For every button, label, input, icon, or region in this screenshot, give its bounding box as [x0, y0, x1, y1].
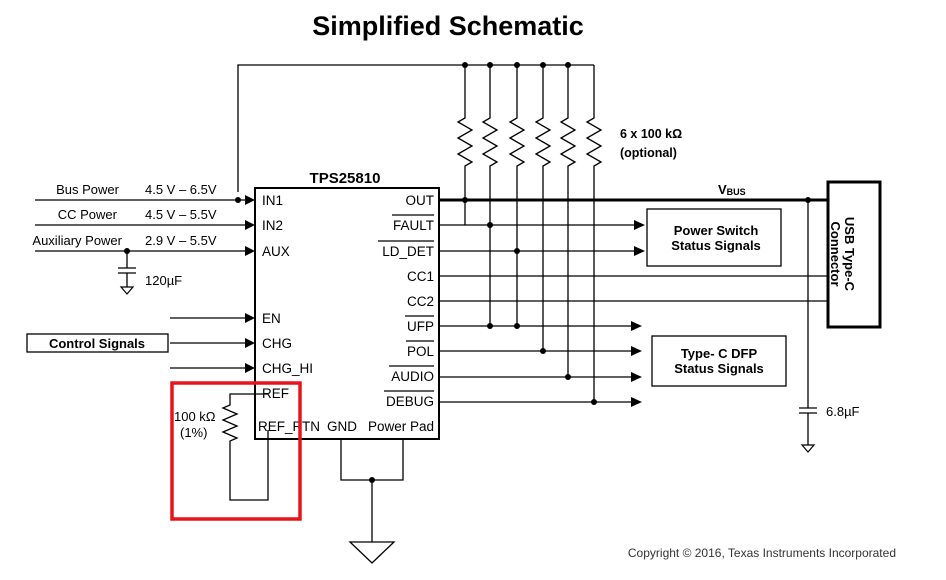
pin-in1: IN1: [262, 193, 283, 208]
pin-ld-det: LD_DET: [382, 244, 434, 259]
power-switch-status-box: [646, 208, 782, 267]
chip-ground-connection: [340, 439, 404, 564]
input-bus-power-range: 4.5 V – 6.5V: [145, 182, 217, 197]
output-capacitor: [799, 197, 817, 453]
pin-aux: AUX: [262, 244, 290, 259]
ground-symbol: [348, 541, 396, 564]
copyright-notice: Copyright © 2016, Texas Instruments Inco…: [628, 546, 896, 560]
connector-line1: USB Type-C: [842, 217, 857, 292]
pin-pol: POL: [407, 344, 435, 359]
power-switch-status-line1: Power Switch: [674, 223, 759, 238]
vbus-junction: [462, 197, 468, 203]
usb-typec-connector-box: [826, 180, 882, 329]
input-cc-power-range: 4.5 V – 5.5V: [145, 207, 217, 222]
pin-ref: REF: [262, 386, 289, 401]
output-signal-lines: [439, 220, 828, 407]
power-input-wires: [35, 195, 255, 256]
control-input-arrows: [170, 313, 255, 373]
pin-cc1: CC1: [407, 269, 434, 284]
ref-resistor-circuit: [221, 393, 269, 501]
input-aux-power-label: Auxiliary Power: [32, 233, 122, 248]
pin-chg: CHG: [262, 336, 292, 351]
resistor-array-label: 6 x 100 kΩ: [620, 127, 682, 141]
input-cc-power-label: CC Power: [58, 207, 118, 222]
pin-out: OUT: [406, 193, 435, 208]
typec-dfp-status-line2: Status Signals: [674, 361, 764, 376]
control-signals-box: [26, 333, 169, 353]
resistor-array-note: (optional): [620, 146, 677, 160]
control-signals-label: Control Signals: [49, 336, 145, 351]
input-aux-power-range: 2.9 V – 5.5V: [145, 233, 217, 248]
typec-dfp-status-line1: Type- C DFP: [681, 346, 758, 361]
pin-cc2: CC2: [407, 294, 434, 309]
pin-fault: FAULT: [393, 218, 434, 233]
input-bus-power-label: Bus Power: [56, 182, 120, 197]
input-capacitor-value: 120µF: [145, 273, 182, 288]
ref-highlight-box: [170, 381, 302, 521]
connector-line2: Connector: [828, 222, 843, 287]
diagram-title: Simplified Schematic: [312, 11, 584, 41]
pin-gnd: GND: [327, 419, 357, 434]
power-switch-status-line2: Status Signals: [671, 238, 761, 253]
pin-en: EN: [262, 311, 281, 326]
pullup-resistor-array: [456, 65, 603, 402]
pin-power-pad: Power Pad: [368, 419, 434, 434]
pin-audio: AUDIO: [391, 369, 434, 384]
chip-name: TPS25810: [310, 170, 381, 187]
ref-resistor-tolerance: (1%): [180, 425, 207, 440]
active-low-overbars: [378, 214, 434, 392]
pin-chg-hi: CHG_HI: [262, 361, 313, 376]
pin-ufp: UFP: [407, 319, 434, 334]
vbus-label: VBUS: [718, 182, 746, 197]
pin-debug: DEBUG: [386, 394, 434, 409]
output-capacitor-value: 6.8µF: [826, 404, 860, 419]
chip-body: [254, 187, 440, 440]
ref-resistor-value: 100 kΩ: [174, 409, 216, 424]
pin-in2: IN2: [262, 218, 283, 233]
usb-typec-connector-text: USB Type-C Connector: [828, 217, 857, 292]
pullup-supply-rail: [237, 64, 594, 192]
typec-dfp-status-box: [651, 335, 787, 387]
input-capacitor: [118, 251, 136, 295]
pin-ref-rtn: REF_RTN: [258, 419, 320, 434]
